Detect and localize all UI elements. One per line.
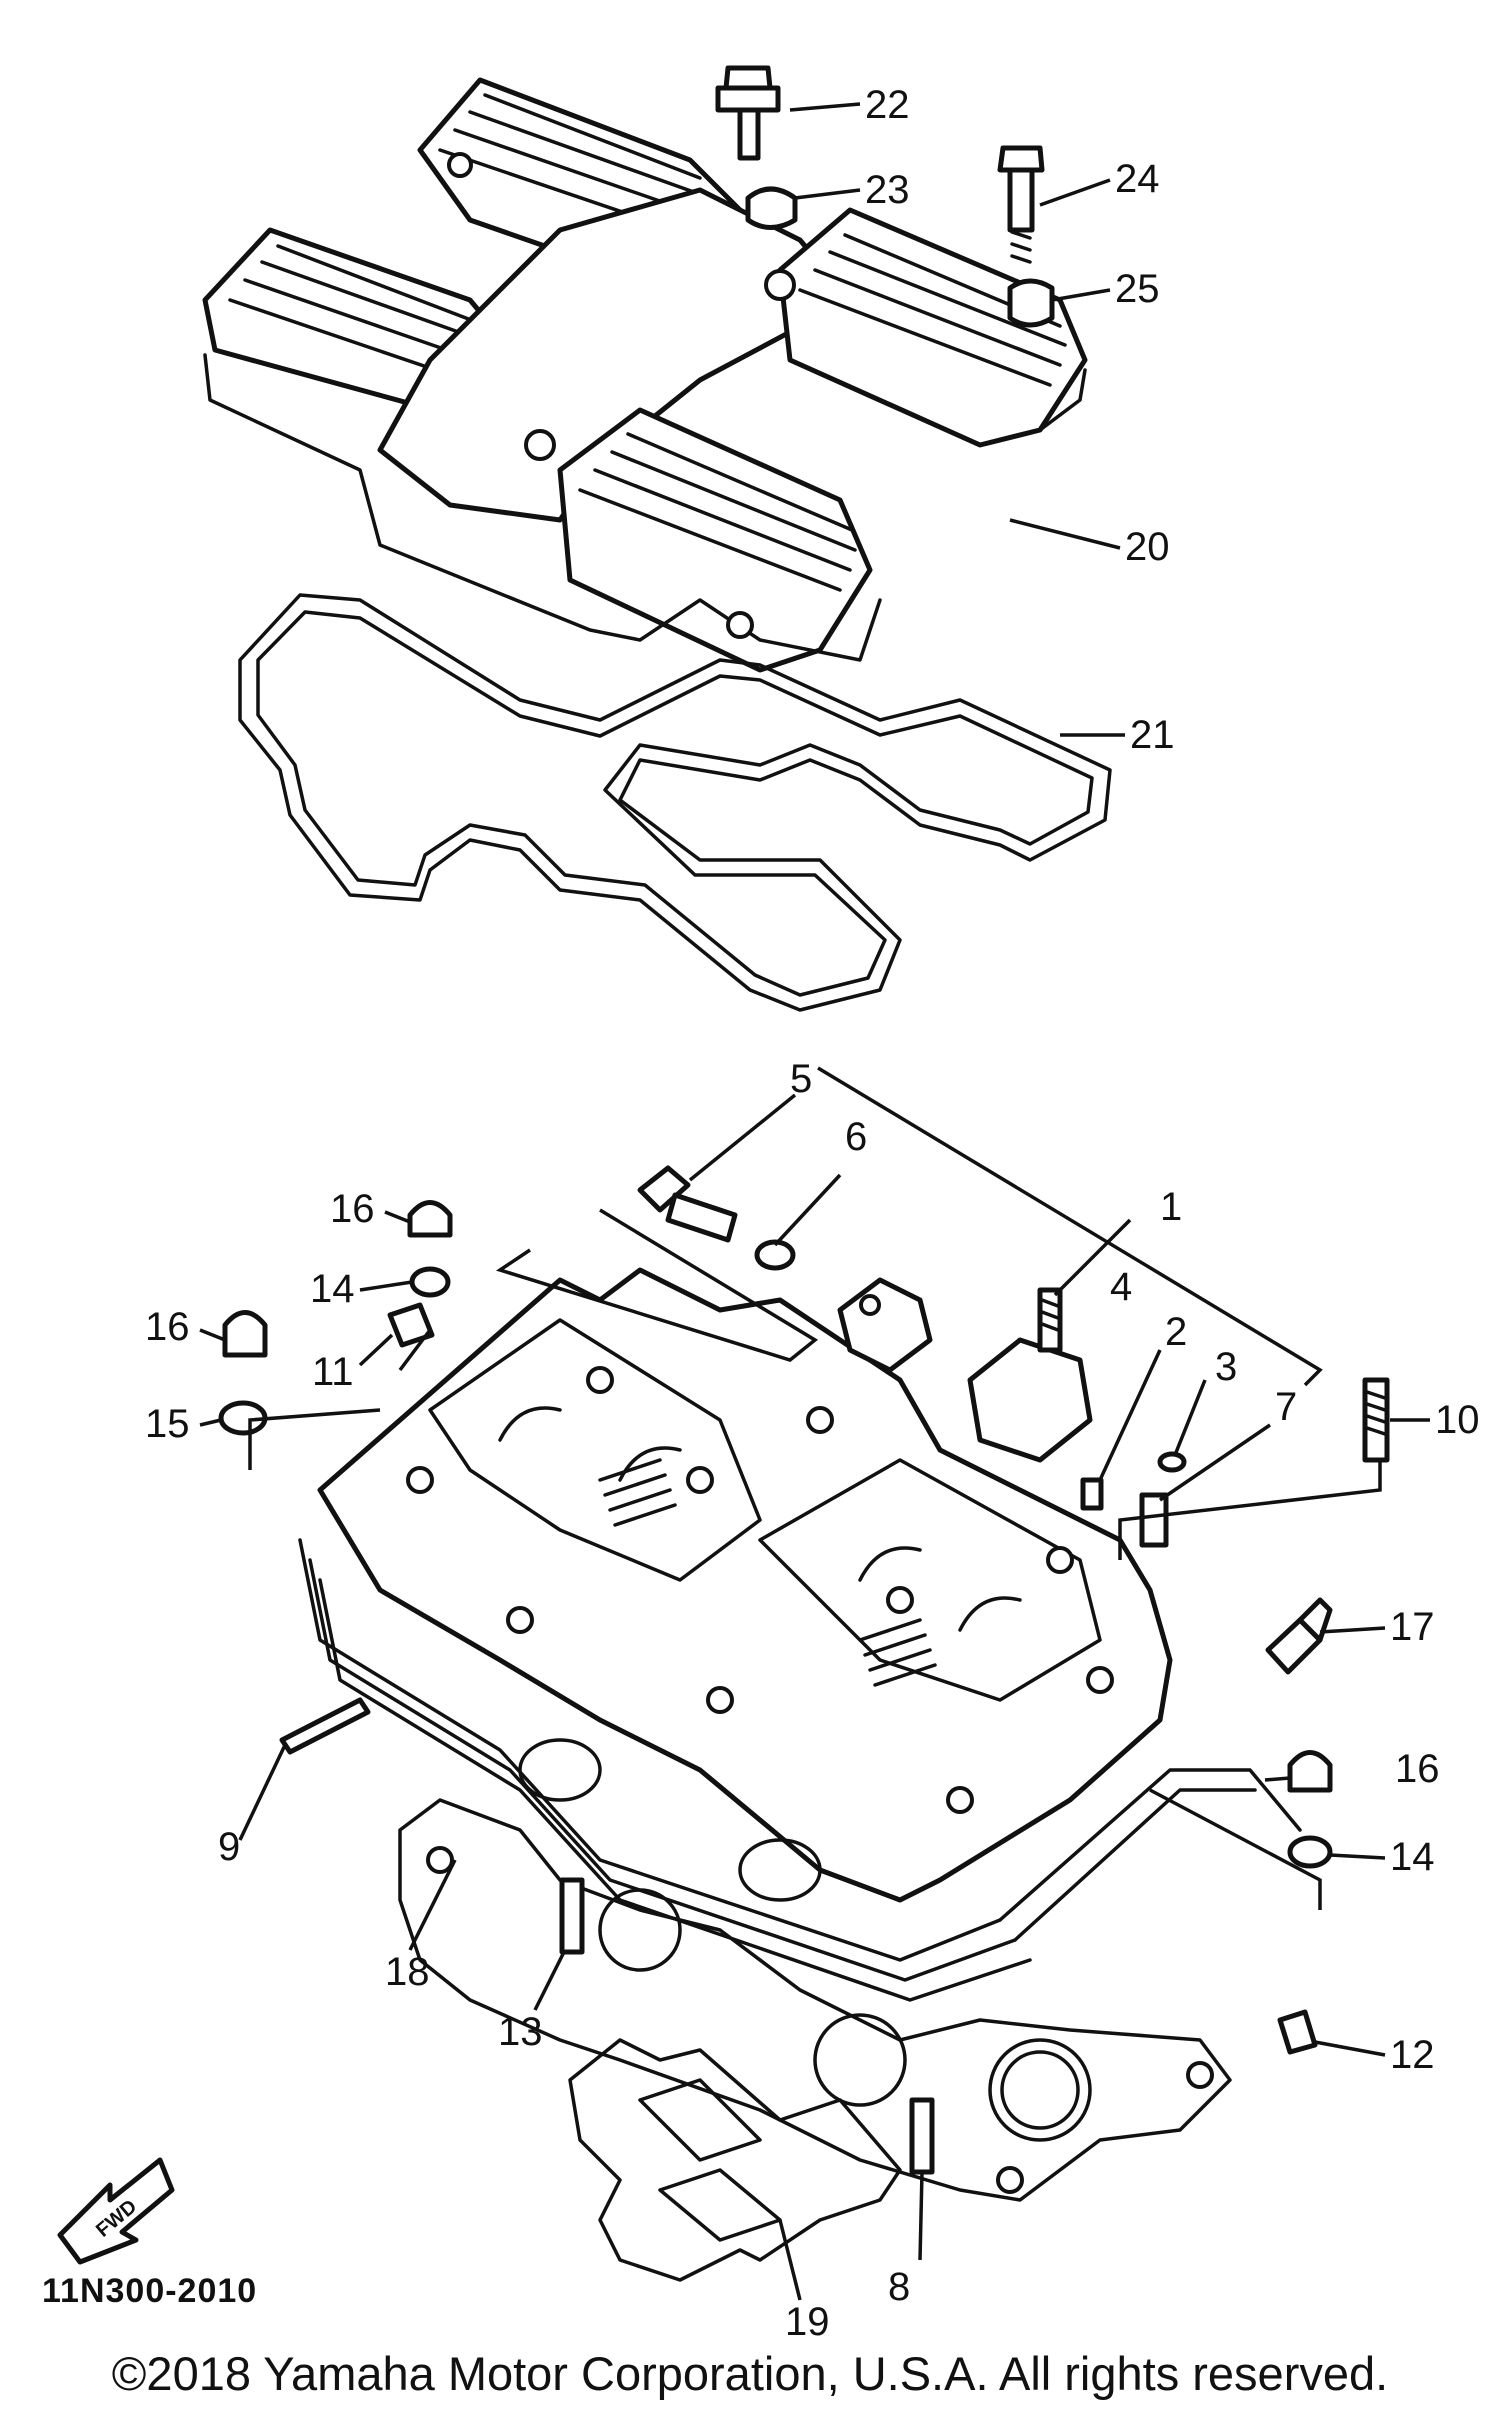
cover-bolts: [715, 65, 1055, 328]
callout-23: 23: [865, 168, 910, 212]
callout-9: 9: [218, 1825, 240, 1869]
callout-18: 18: [385, 1950, 430, 1994]
fasteners: [218, 1165, 1390, 2175]
callout-16-right: 16: [1395, 1747, 1440, 1791]
callout-19: 19: [785, 2300, 830, 2344]
callout-10: 10: [1435, 1398, 1480, 1442]
callout-labels: 22 23 24 25 20 21 5 6 1 4 2 3 7 10 16 16…: [145, 83, 1480, 2344]
callout-8: 8: [888, 2265, 910, 2309]
callout-4: 4: [1110, 1265, 1132, 1309]
callout-17: 17: [1390, 1605, 1435, 1649]
leader-lines: [199, 102, 1430, 2301]
manifold-gasket: [568, 2038, 902, 2282]
valve-cover: [202, 77, 1088, 673]
diagram-code: 11N300-2010: [42, 2272, 258, 2310]
callout-2: 2: [1165, 1310, 1187, 1354]
callout-3: 3: [1215, 1345, 1237, 1389]
callout-15: 15: [145, 1402, 190, 1446]
callout-13: 13: [498, 2010, 543, 2054]
callout-7: 7: [1275, 1385, 1297, 1429]
front-direction-arrow-icon: FWD: [57, 2157, 175, 2265]
callout-20: 20: [1125, 525, 1170, 569]
callout-14-right: 14: [1390, 1835, 1435, 1879]
callout-14-top: 14: [310, 1267, 355, 1311]
copyright-notice: ©2018 Yamaha Motor Corporation, U.S.A. A…: [111, 2347, 1389, 2400]
callout-25: 25: [1115, 267, 1160, 311]
callout-22: 22: [865, 83, 910, 127]
assembly-brackets: [248, 1066, 1382, 1910]
callout-16-left: 16: [145, 1305, 190, 1349]
cylinder-head: [298, 1267, 1302, 2002]
callout-1: 1: [1160, 1185, 1182, 1229]
callout-24: 24: [1115, 157, 1160, 201]
cam-caps: [837, 1277, 1093, 1463]
callout-11: 11: [312, 1350, 354, 1394]
callout-12: 12: [1390, 2033, 1435, 2077]
valve-cover-gasket: [238, 593, 1112, 1012]
callout-16-top: 16: [330, 1187, 375, 1231]
callout-21: 21: [1130, 713, 1175, 757]
head-gasket: [398, 1798, 1232, 2202]
callout-5: 5: [790, 1057, 812, 1101]
callout-6: 6: [845, 1115, 867, 1159]
